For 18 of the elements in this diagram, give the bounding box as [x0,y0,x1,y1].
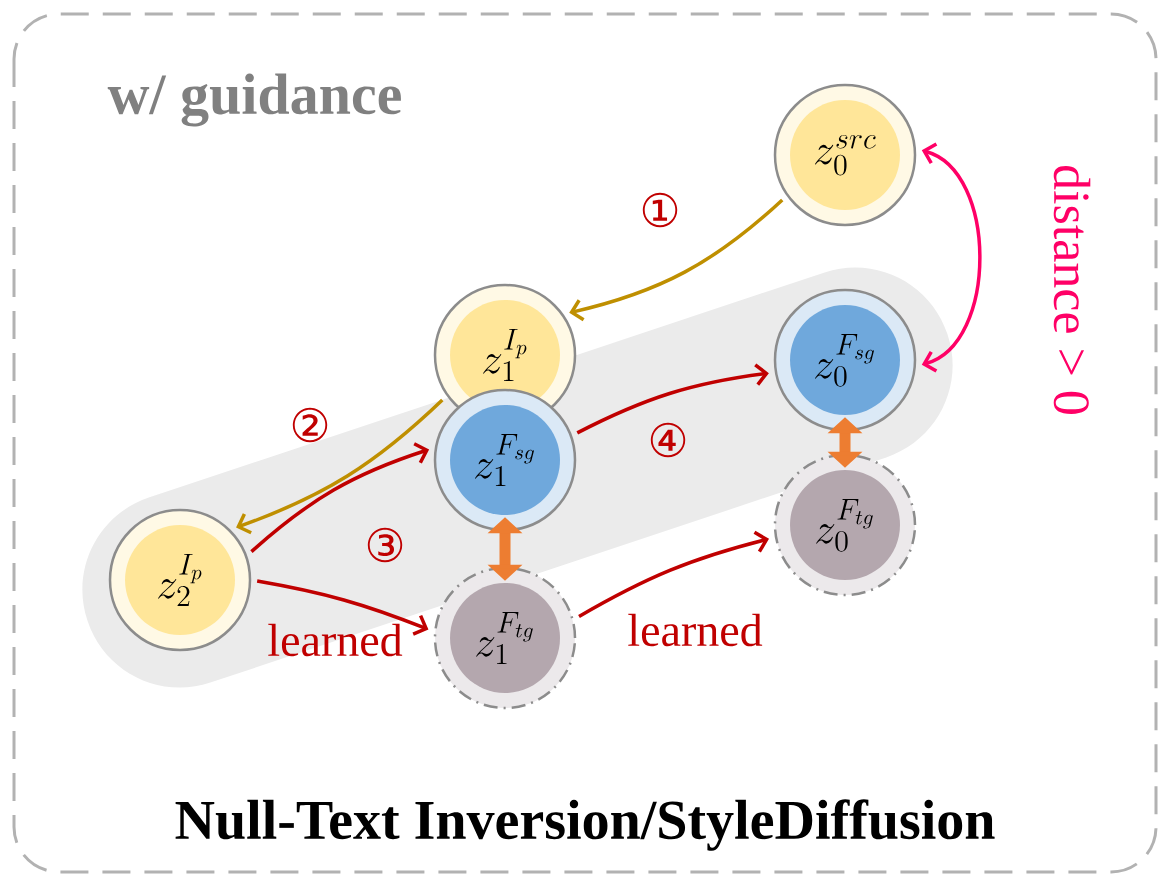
arrow [578,530,770,619]
edge-label: learned [268,623,403,657]
caption: Null-Text Inversion/StyleDiffusion [175,799,995,851]
edge-label: distance > 0 [1053,166,1091,414]
step-number: ③ [367,527,403,563]
step-number: ④ [650,422,686,458]
title: w/ guidance [107,73,401,127]
curved-double-arrow [921,142,982,373]
arrow [576,363,769,435]
edge-label: learned [628,613,763,647]
arrow [569,198,784,322]
step-number: ② [292,407,328,443]
arrow [256,579,429,636]
arrow [250,442,430,553]
step-number: ① [642,192,678,228]
node-label: $z_1^{F_{tg}}$ [476,612,533,665]
arrow [236,398,444,535]
node-label: $z_0^{F_{tg}}$ [816,499,873,552]
